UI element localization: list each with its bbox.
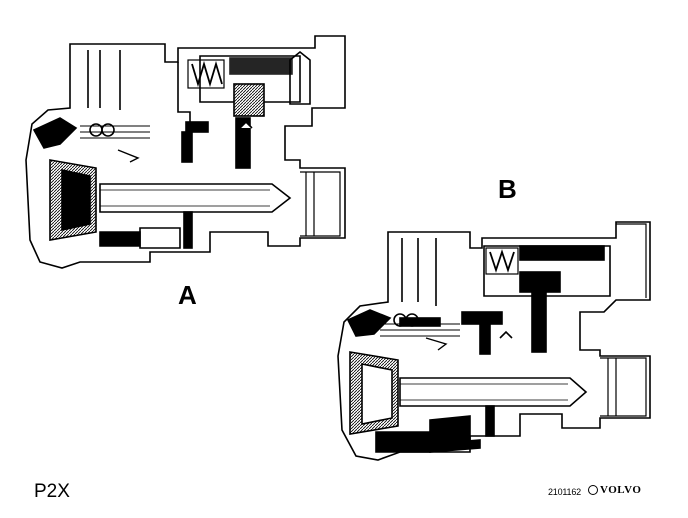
return-spring-a (191, 60, 223, 88)
view-a-label: A (178, 280, 197, 310)
return-spring-b (489, 249, 515, 273)
figure-code: 2101162 (548, 487, 581, 497)
brand-name: VOLVO (600, 484, 642, 496)
cross-section-a (25, 35, 346, 269)
shaft-b (399, 377, 588, 407)
shaft-a (99, 183, 292, 213)
cross-section-b (337, 221, 651, 461)
housing-outline-b (337, 221, 651, 461)
model-label: P2X (34, 481, 70, 502)
brand-logo-icon (588, 485, 598, 496)
housing-outline-a (25, 35, 346, 269)
view-b-label: B (498, 174, 517, 204)
brand-logo: VOLVO (588, 484, 641, 496)
